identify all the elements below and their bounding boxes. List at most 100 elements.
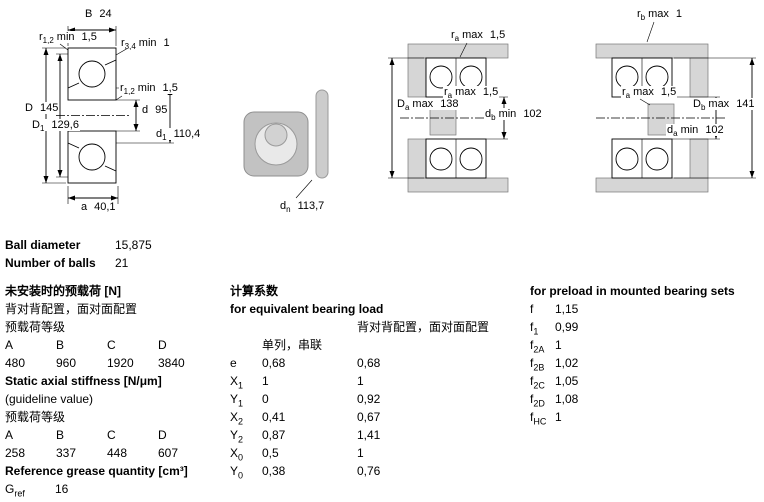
preload-class-header: C bbox=[107, 338, 116, 352]
factor-value-back-to-back: 0,76 bbox=[357, 464, 381, 478]
stiffness-class-label: 预载荷等级 bbox=[5, 410, 66, 424]
dim-pre: d bbox=[485, 108, 492, 120]
drawing-bearing-photo bbox=[243, 89, 329, 199]
dim-pre: a bbox=[81, 201, 88, 213]
dim-suffix: min bbox=[498, 108, 517, 120]
dim-sub: 1,2 bbox=[42, 36, 54, 46]
dim-value: 102 bbox=[523, 108, 542, 120]
stiffness-class-header: D bbox=[158, 428, 167, 442]
stiffness-guideline-note: (guideline value) bbox=[5, 392, 94, 406]
stiffness-title: Static axial stiffness [N/μm] bbox=[5, 374, 162, 388]
ball-diameter-label: Ball diameter bbox=[5, 238, 81, 252]
preload-class-header: A bbox=[5, 338, 14, 352]
factors-col2-header: 背对背配置，面对面配置 bbox=[357, 320, 490, 334]
factor-symbol: X0 bbox=[230, 444, 262, 462]
factor-sub: 1 bbox=[238, 398, 244, 409]
calculation-factors-title: 计算系数 bbox=[230, 284, 279, 298]
dim-value: 1 bbox=[163, 37, 170, 49]
dim-sub: b bbox=[491, 113, 496, 123]
preload-factor-pre: f bbox=[530, 410, 534, 424]
dim-suffix: max bbox=[412, 98, 434, 110]
number-of-balls-label: Number of balls bbox=[5, 256, 96, 270]
grease-symbol: Gref bbox=[5, 480, 55, 498]
dim-sub: a bbox=[673, 129, 678, 139]
stiffness-class-value: 448 bbox=[107, 446, 128, 460]
preload-factor-value: 1 bbox=[555, 410, 562, 424]
dim-suffix: min bbox=[680, 124, 699, 136]
dim-suffix: max bbox=[455, 86, 476, 98]
dim-value: 95 bbox=[155, 104, 168, 116]
equivalent-load-subtitle: for equivalent bearing load bbox=[230, 302, 384, 316]
factor-pre: X bbox=[230, 446, 239, 460]
stiffness-class-value: 607 bbox=[158, 446, 179, 460]
preload-factor-value: 1,05 bbox=[555, 374, 579, 388]
abutment-shoulder bbox=[689, 138, 709, 179]
preload-factor-value: 1,02 bbox=[555, 356, 579, 370]
preload-factor-sub: 2C bbox=[533, 380, 545, 391]
housing-shoulder bbox=[407, 43, 509, 59]
factor-pre: Y bbox=[230, 464, 239, 478]
factor-value-back-to-back: 1 bbox=[357, 446, 364, 460]
preload-factor-symbol: f2A bbox=[530, 336, 555, 354]
stiffness-class-header: C bbox=[107, 428, 116, 442]
factor-pre: X bbox=[230, 410, 239, 424]
stiffness-class-value: 337 bbox=[56, 446, 77, 460]
stiffness-class-header: A bbox=[5, 428, 14, 442]
factor-sub: 0 bbox=[238, 452, 244, 463]
preload-factor-symbol: f2C bbox=[530, 372, 555, 390]
factor-symbol: e bbox=[230, 354, 262, 372]
dim-sub: n bbox=[286, 205, 291, 215]
preload-factor-symbol: f bbox=[530, 300, 555, 318]
factor-symbol: Y0 bbox=[230, 462, 262, 480]
factor-value-back-to-back: 0,92 bbox=[357, 392, 381, 406]
factor-sub: 1 bbox=[238, 380, 244, 391]
preload-factor-sub: 2D bbox=[533, 398, 545, 409]
preload-factor-pre: f bbox=[530, 356, 534, 370]
dim-sub: 1 bbox=[39, 124, 45, 134]
dim-pre: d bbox=[142, 104, 149, 116]
dim-pre: B bbox=[85, 8, 93, 20]
dim-suffix: min bbox=[138, 37, 157, 49]
dim-value: 138 bbox=[440, 98, 459, 110]
factor-value-single-tandem: 0,38 bbox=[262, 464, 286, 478]
dim-sub: b bbox=[640, 13, 646, 23]
dim-value: 1,5 bbox=[162, 82, 178, 94]
factor-pre: X bbox=[230, 374, 239, 388]
preload-factors-title: for preload in mounted bearing sets bbox=[530, 284, 735, 298]
preload-factor-symbol: f2B bbox=[530, 354, 555, 372]
abutment-shoulder bbox=[407, 57, 427, 98]
preload-class-value: 480 bbox=[5, 356, 26, 370]
technical-drawings bbox=[42, 21, 756, 204]
dim-pre: d bbox=[280, 200, 287, 212]
preload-factor-pre: f bbox=[530, 338, 534, 352]
factor-value-back-to-back: 1,41 bbox=[357, 428, 381, 442]
dim-suffix: max bbox=[708, 98, 730, 110]
dim-sub: a bbox=[404, 103, 410, 113]
dim-sub: 1 bbox=[162, 133, 167, 143]
abutment-shoulder bbox=[407, 138, 427, 179]
dim-value: 141 bbox=[736, 98, 755, 110]
factors-col1-header: 单列，串联 bbox=[262, 338, 323, 352]
factor-sub: 2 bbox=[238, 416, 244, 427]
factor-value-single-tandem: 0,5 bbox=[262, 446, 279, 460]
